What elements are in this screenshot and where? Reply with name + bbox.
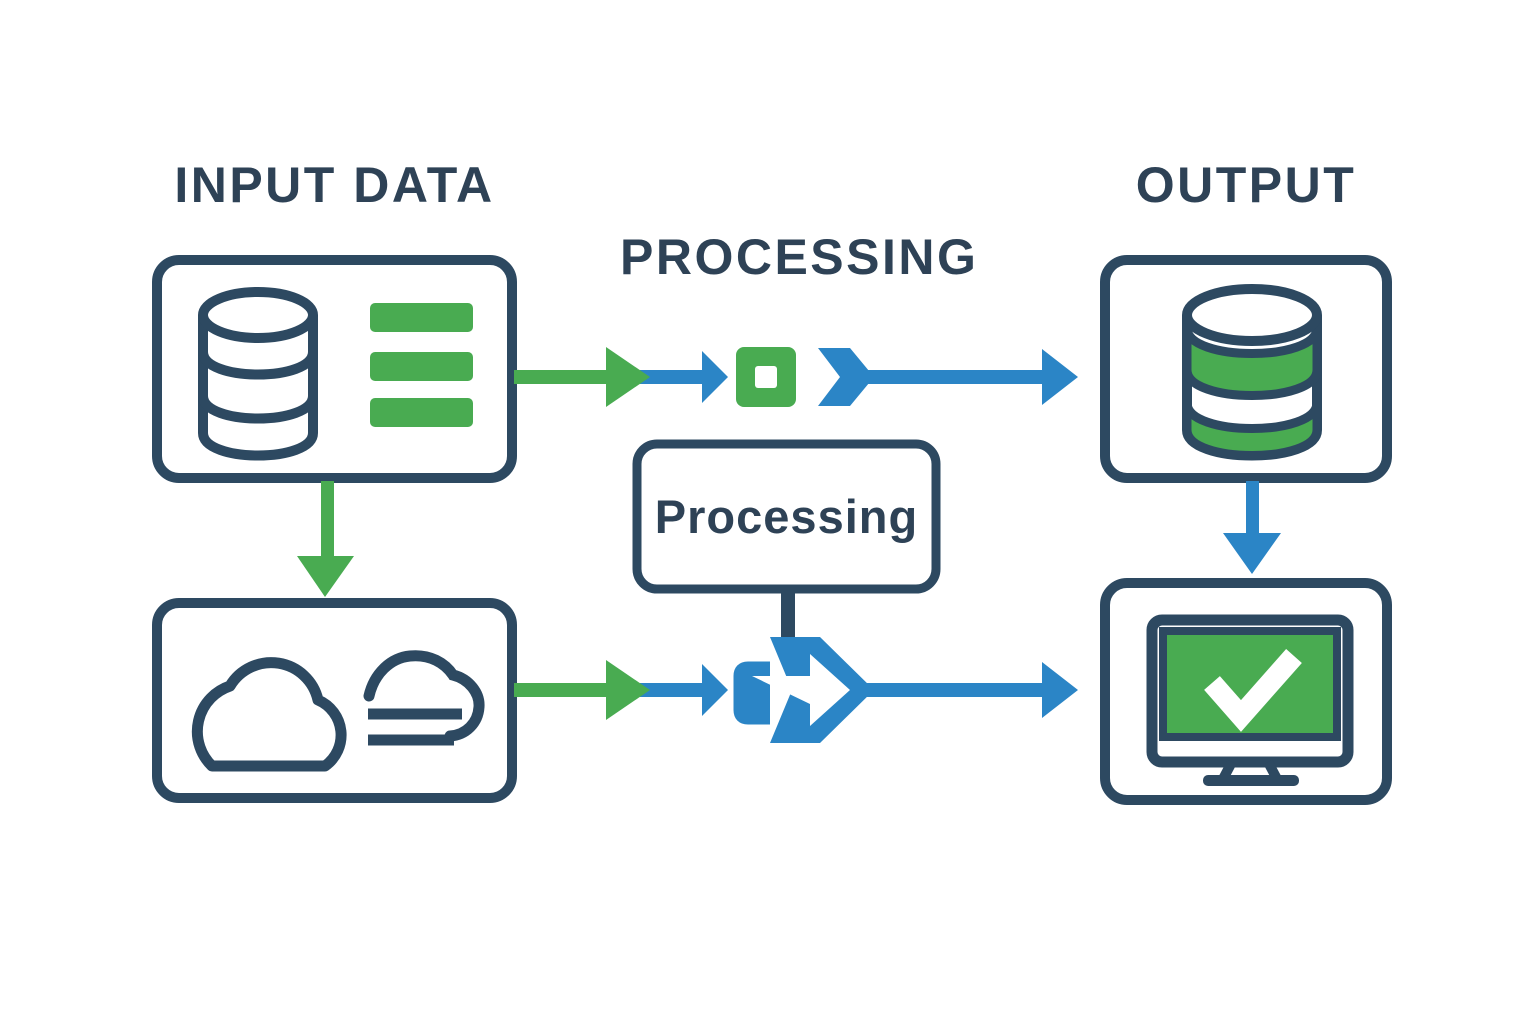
data-rows-icon [370, 303, 473, 427]
output-database-card [1100, 255, 1392, 483]
database-icon [198, 287, 318, 461]
processing-box-frame [632, 439, 941, 594]
input-data-card [152, 255, 517, 483]
processing-box-label: Processing [654, 490, 919, 543]
input-data-header: INPUT DATA [174, 157, 495, 213]
checkmark [1204, 649, 1302, 732]
processing-arrow-node [733, 637, 874, 743]
processing-square-node [736, 347, 796, 407]
processing-header: PROCESSING [620, 229, 979, 285]
top-flow-arrows [514, 347, 1078, 407]
windy-cloud-icon [363, 650, 485, 746]
cloud-icon [191, 657, 347, 772]
database-to-monitor-arrow [1223, 481, 1281, 574]
database-green-icon [1182, 284, 1322, 461]
output-header: OUTPUT [1135, 157, 1357, 213]
arrow-fletching [818, 348, 874, 406]
input-to-cloud-arrow [297, 481, 354, 597]
bottom-flow-arrows [514, 637, 1078, 743]
monitor-checkmark-icon [1146, 614, 1354, 786]
cloud-data-card [152, 598, 517, 803]
output-monitor-card [1100, 578, 1392, 805]
